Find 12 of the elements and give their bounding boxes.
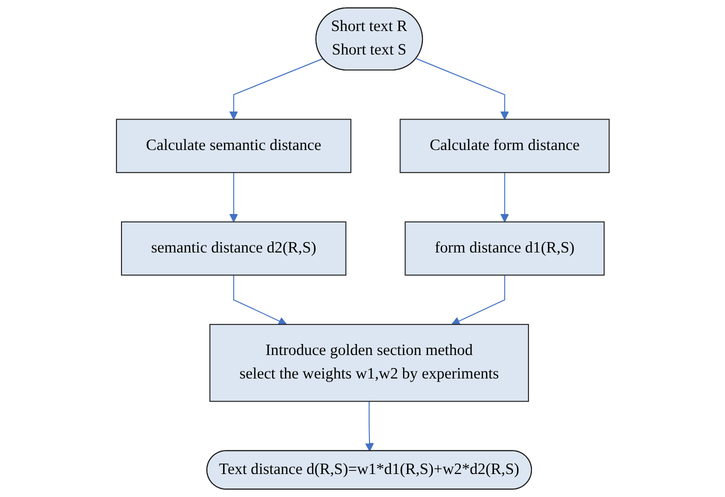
node-box: Introduce golden section method select the weights w1,w2 by experiments xyxy=(209,324,529,402)
arrow xyxy=(229,172,238,222)
arrow xyxy=(500,172,509,222)
node-box: form distance d1(R,S) xyxy=(404,221,604,276)
arrow xyxy=(232,274,287,326)
arrow xyxy=(364,400,374,452)
arrow xyxy=(229,58,324,120)
arrow xyxy=(451,274,505,326)
node-box: Calculate form distance xyxy=(399,118,610,174)
node-box: semantic distance d2(R,S) xyxy=(120,221,346,276)
node-box: Calculate semantic distance xyxy=(116,118,352,174)
arrow xyxy=(416,58,509,120)
